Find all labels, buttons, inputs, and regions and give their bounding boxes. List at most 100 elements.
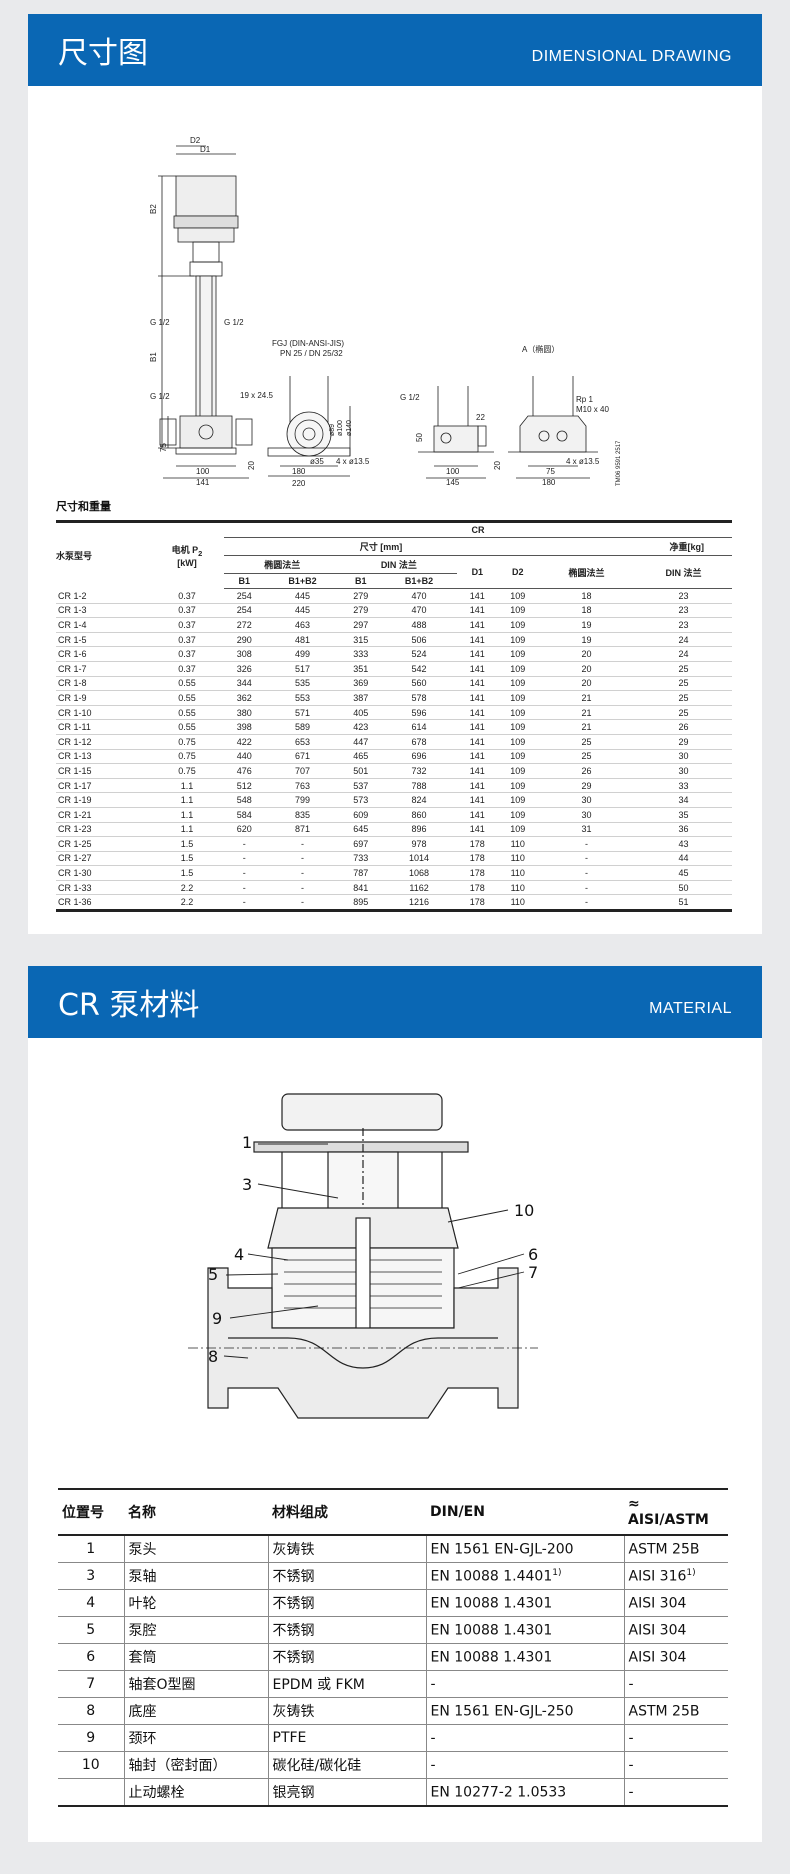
table-cell: 29 (634, 734, 732, 750)
label-50: 50 (415, 433, 424, 442)
table-cell: 109 (497, 676, 538, 692)
label-g-right: G 1/2 (224, 318, 244, 327)
callout-4: 4 (234, 1245, 244, 1264)
table-cell: 109 (497, 822, 538, 838)
table-cell: CR 1-30 (56, 865, 150, 881)
header-cr: CR (224, 520, 732, 538)
table-cell: - (538, 865, 635, 881)
table-cell: 524 (381, 646, 458, 662)
table-cell: 465 (340, 749, 381, 765)
table-cell: 109 (497, 646, 538, 662)
label-g-bottom: G 1/2 (150, 392, 170, 401)
table-cell: 733 (340, 851, 381, 867)
table-cell: EN 10088 1.44011) (425, 1562, 624, 1590)
table-cell: - (538, 836, 635, 852)
table-cell: - (538, 880, 635, 896)
table-cell: CR 1-19 (56, 792, 150, 808)
table-cell: CR 1-8 (56, 676, 150, 692)
header-b1b2-din: B1+B2 (381, 573, 458, 589)
table-cell: 2.2 (150, 880, 224, 896)
table-cell: - (425, 1724, 624, 1752)
table-cell: EN 10088 1.4301 (425, 1589, 624, 1617)
header-material: 材料组成 (268, 1488, 426, 1536)
table-cell: 422 (224, 734, 265, 750)
table-cell: 43 (634, 836, 732, 852)
table-cell: 141 (457, 705, 498, 721)
table-cell: 8 (58, 1697, 124, 1725)
table-cell: 895 (340, 894, 381, 913)
table-cell: 1 (58, 1535, 124, 1563)
table-cell: 696 (381, 749, 458, 765)
table-cell: - (538, 894, 635, 913)
label-180: 180 (292, 467, 306, 476)
table-cell: 1.5 (150, 836, 224, 852)
table-cell: 110 (497, 894, 538, 913)
table-cell: 109 (497, 778, 538, 794)
table-cell: 109 (497, 749, 538, 765)
table-cell: 碳化硅/碳化硅 (267, 1751, 426, 1779)
table-cell: 轴套O型圈 (123, 1670, 268, 1698)
header-dims: 尺寸 [mm] (224, 537, 538, 556)
table-cell: CR 1-15 (56, 763, 150, 779)
table-cell: 445 (264, 588, 341, 604)
table-cell: 405 (340, 705, 381, 721)
label-g-left: G 1/2 (150, 318, 170, 327)
label-m10: M10 x 40 (576, 405, 609, 414)
table-cell: CR 1-21 (56, 807, 150, 823)
table-cell: 0.37 (150, 646, 224, 662)
table-cell: 灰铸铁 (267, 1535, 426, 1563)
callout-10: 10 (514, 1201, 534, 1220)
table-cell: 447 (340, 734, 381, 750)
table-cell: 止动螺栓 (123, 1778, 268, 1807)
table-cell: 109 (497, 603, 538, 619)
label-20: 20 (247, 461, 256, 470)
label-fgj1: FGJ (DIN-ANSI-JIS) (272, 339, 344, 348)
table-cell: 141 (457, 734, 498, 750)
table-cell: - (264, 880, 341, 896)
section-title-en: DIMENSIONAL DRAWING (531, 48, 732, 65)
table-cell: 0.37 (150, 617, 224, 633)
table-cell: 481 (264, 632, 341, 648)
section-banner: CR 泵材料 MATERIAL (28, 966, 762, 1038)
table-cell: 109 (497, 734, 538, 750)
table-cell: EN 10277-2 1.0533 (425, 1778, 624, 1807)
header-w-din: DIN 法兰 (634, 555, 732, 589)
table-cell: 套筒 (123, 1643, 268, 1671)
table-cell: 542 (381, 661, 458, 677)
table-cell: - (623, 1670, 728, 1698)
table-cell: 141 (457, 749, 498, 765)
table-cell: 4 (58, 1589, 124, 1617)
table-cell: CR 1-6 (56, 646, 150, 662)
table-cell: 灰铸铁 (267, 1697, 426, 1725)
table-cell: 轴封（密封面） (123, 1751, 268, 1779)
table-cell (58, 1778, 124, 1807)
table-cell: 26 (634, 719, 732, 735)
table-cell: 30 (634, 763, 732, 779)
dimensional-drawing: D2 D1 B2 B1 G 1/2 G 1/2 G 1/2 75 100 141… (28, 86, 762, 500)
table-cell: 110 (497, 836, 538, 852)
table-cell: 25 (634, 690, 732, 706)
table-cell: 25 (538, 749, 635, 765)
table-cell: 泵头 (123, 1535, 268, 1563)
label-d89: ø89 (329, 424, 336, 436)
header-din-en: DIN/EN (426, 1488, 624, 1536)
table-cell: 6 (58, 1643, 124, 1671)
table-cell: AISI 304 (623, 1589, 728, 1617)
table-cell: 0.55 (150, 690, 224, 706)
label-d140: ø140 (346, 420, 353, 436)
table-cell: EN 1561 EN-GJL-200 (425, 1535, 624, 1563)
table-cell: 1014 (381, 851, 458, 867)
table-cell: 678 (381, 734, 458, 750)
